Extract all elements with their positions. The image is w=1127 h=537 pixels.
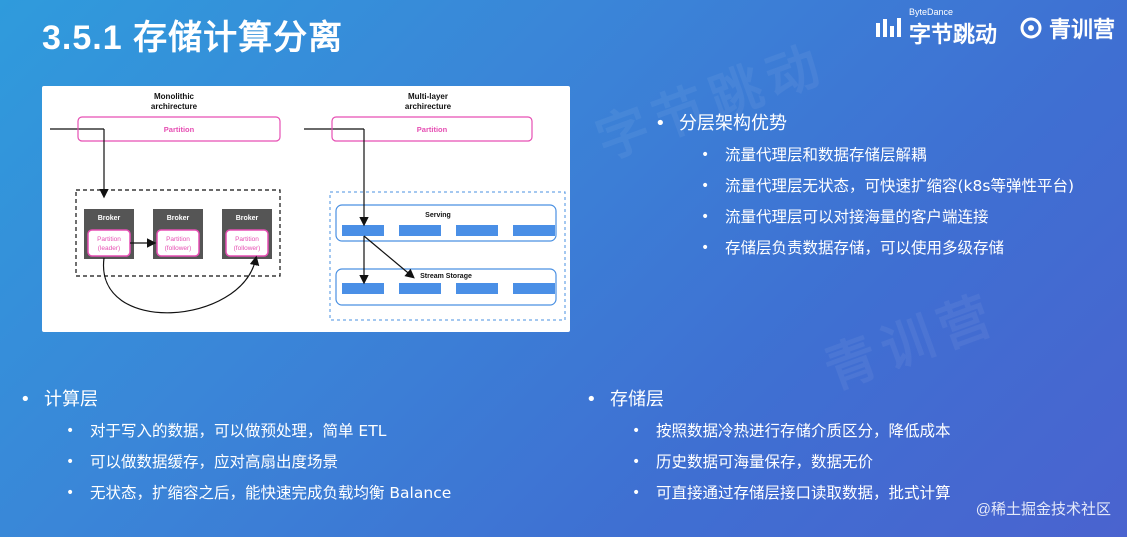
- left-partition-box: [77, 116, 281, 142]
- compute-layer-list: 计算层 对于写入的数据，可以做预处理，简单 ETL 可以做数据缓存，应对高扇出度…: [20, 384, 451, 509]
- serving-to-storage-arrow-2: [363, 235, 415, 279]
- partition-follower-2-label-1: Partition: [235, 236, 259, 243]
- stream-storage-box: [335, 268, 557, 306]
- advantage-item: 流量代理层可以对接海量的客户端连接: [701, 202, 1074, 233]
- camp-logo-icon: [1020, 17, 1042, 39]
- partition-follower-box-2: [225, 229, 269, 257]
- bytedance-logo: ByteDance 字节跳动: [875, 6, 997, 49]
- partition-follower-2-label-2: (follower): [234, 245, 261, 252]
- compute-layer-item: 可以做数据缓存，应对高扇出度场景: [66, 447, 451, 478]
- storage-block-2: [399, 283, 441, 294]
- serving-block-2: [399, 225, 441, 236]
- storage-layer-item: 可直接通过存储层接口读取数据，批式计算: [632, 478, 951, 509]
- serving-block-4: [513, 225, 555, 236]
- camp-logo: 青训营: [1019, 12, 1115, 44]
- storage-layer-item: 按照数据冷热进行存储介质区分，降低成本: [632, 416, 951, 447]
- serving-label: Serving: [425, 212, 451, 219]
- broker-1-label: Broker: [98, 215, 121, 222]
- advantages-list: 分层架构优势 流量代理层和数据存储层解耦 流量代理层无状态，可快速扩缩容(k8s…: [655, 108, 1074, 264]
- bytedance-logo-text: 字节跳动: [908, 21, 997, 47]
- advantages-heading: 分层架构优势: [655, 108, 1074, 140]
- broker-2-label: Broker: [167, 215, 190, 222]
- broker-3-label: Broker: [236, 215, 259, 222]
- broker-cluster-box: [75, 189, 281, 277]
- stream-storage-label: Stream Storage: [420, 273, 472, 280]
- partition-leader-label-2: (leader): [98, 245, 120, 252]
- advantage-item: 流量代理层无状态，可快速扩缩容(k8s等弹性平台): [701, 171, 1074, 202]
- partition-follower-box-1: [156, 229, 200, 257]
- advantage-item: 存储层负责数据存储，可以使用多级存储: [701, 233, 1074, 264]
- replicate-arrow-2: [103, 255, 260, 314]
- slide-title: 3.5.1 存储计算分离: [42, 19, 344, 57]
- partition-leader-box: [87, 229, 131, 257]
- right-partition-box: [331, 116, 533, 142]
- partition-follower-1-label-1: Partition: [166, 236, 190, 243]
- advantage-item: 流量代理层和数据存储层解耦: [701, 140, 1074, 171]
- serving-block-3: [456, 225, 498, 236]
- serving-layer-box: [335, 204, 557, 242]
- serving-block-1: [342, 225, 384, 236]
- compute-layer-item: 对于写入的数据，可以做预处理，简单 ETL: [66, 416, 451, 447]
- storage-block-3: [456, 283, 498, 294]
- right-title-line2: archirecture: [405, 102, 452, 111]
- architecture-diagram-svg: Monolithic archirecture Multi-layer arch…: [50, 92, 566, 321]
- compute-layer-heading: 计算层: [20, 384, 451, 416]
- compute-layer-item: 无状态，扩缩容之后，能快速完成负载均衡 Balance: [66, 478, 451, 509]
- bytedance-logo-icon: [875, 18, 901, 37]
- partition-leader-label-1: Partition: [97, 236, 121, 243]
- architecture-diagram: Monolithic archirecture Multi-layer arch…: [42, 86, 570, 332]
- storage-block-4: [513, 283, 555, 294]
- multi-layer-cluster-box: [329, 191, 566, 321]
- storage-layer-heading: 存储层: [586, 384, 951, 416]
- storage-block-1: [342, 283, 384, 294]
- right-title-line1: Multi-layer: [408, 92, 448, 101]
- bytedance-logo-small-text: ByteDance: [908, 6, 953, 17]
- camp-logo-text: 青训营: [1048, 17, 1115, 42]
- footer-watermark: @稀土掘金技术社区: [975, 501, 1111, 518]
- partition-follower-1-label-2: (follower): [165, 245, 192, 252]
- storage-layer-list: 存储层 按照数据冷热进行存储介质区分，降低成本 历史数据可海量保存，数据无价 可…: [586, 384, 951, 509]
- storage-layer-item: 历史数据可海量保存，数据无价: [632, 447, 951, 478]
- left-title-line2: archirecture: [151, 102, 198, 111]
- left-partition-label: Partition: [164, 125, 195, 134]
- left-title-line1: Monolithic: [154, 92, 195, 101]
- right-partition-label: Partition: [417, 125, 448, 134]
- logo-bar: ByteDance 字节跳动 青训营: [875, 6, 1115, 49]
